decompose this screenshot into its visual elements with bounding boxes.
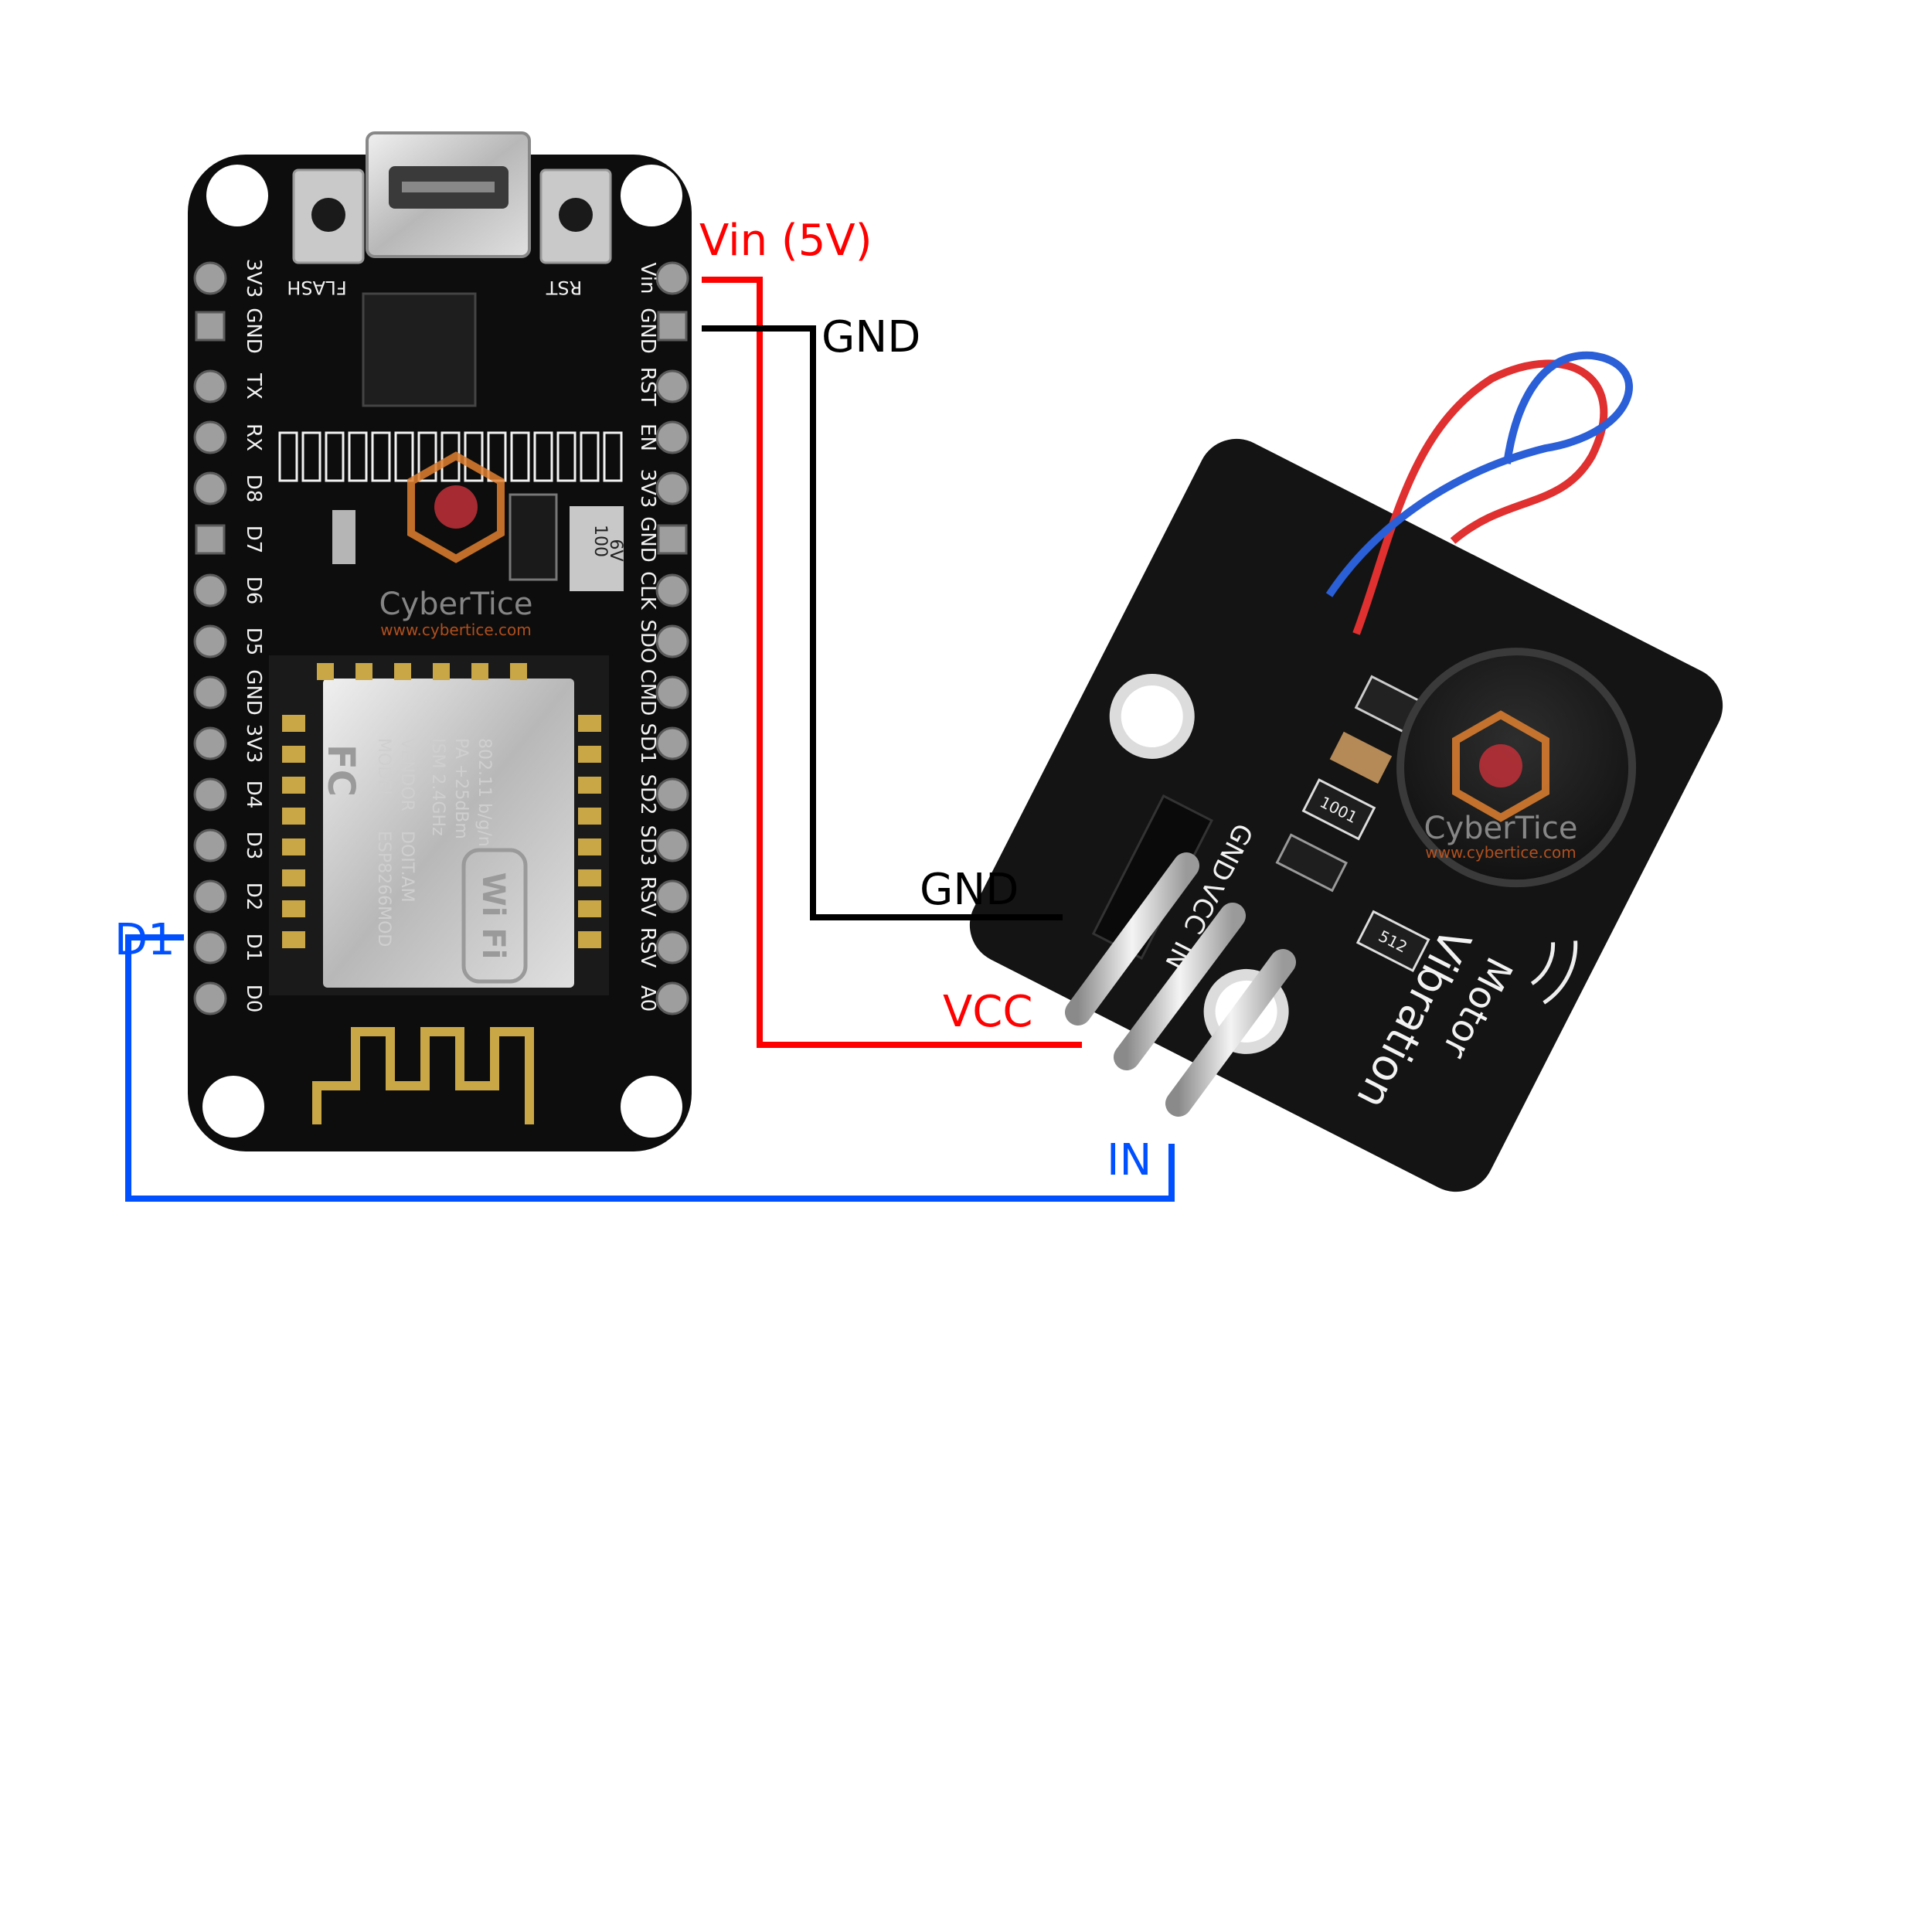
watermark-brand: CyberTice [1424, 811, 1578, 846]
watermark-c-icon [1479, 744, 1522, 787]
pin-label-left: GND [242, 669, 265, 716]
smd-capacitor [1329, 731, 1393, 784]
watermark-logo: CyberTice www.cybertice.com [1424, 710, 1578, 862]
pin-label-right: SDO [636, 620, 659, 664]
vibration-arc-icon [1543, 940, 1578, 1005]
pin-label-right: GND [636, 516, 659, 563]
mount-hole-tl [206, 165, 268, 226]
watermark-url: www.cybertice.com [380, 621, 531, 639]
pin-label-right: EN [636, 423, 659, 451]
module-text-vendor: VENDOR [397, 738, 417, 811]
pin-label-left: RX [242, 423, 265, 451]
resistor-1001 [1301, 778, 1376, 841]
right-pin-labels: Vin GND RST EN 3V3 GND CLK SDO CMD SD1 S… [636, 263, 659, 1012]
pin-label-right: SD3 [636, 825, 659, 866]
pin-label-left: D2 [242, 883, 265, 911]
resistor-512 [1355, 910, 1430, 973]
pin-label-right: 3V3 [636, 469, 659, 509]
vibration-header-pins [1065, 852, 1296, 1117]
pin-label-left: TX [242, 372, 265, 400]
wire-gnd [702, 325, 1063, 920]
pin-label-left: D5 [242, 628, 265, 656]
capacitor-value: 100 [590, 525, 610, 557]
right-header-pins [655, 261, 689, 1015]
wire-label-d1: D1 [114, 915, 175, 965]
wire-label-vin: Vin (5V) [699, 216, 872, 266]
wire-d1-in [125, 934, 1175, 1202]
watermark-c-icon [434, 485, 478, 529]
flash-button[interactable] [292, 168, 365, 264]
esp12-module: MODEL VENDOR ESP8266MOD DOIT.AM ISM 2.4G… [269, 655, 609, 1124]
smd-resistor-row [278, 431, 623, 482]
wires [125, 277, 1175, 1202]
pin-label-left: D7 [242, 526, 265, 554]
mount-hole-tr [621, 165, 682, 226]
pin-label-right: CMD [636, 669, 659, 716]
watermark-brand: CyberTice [379, 587, 533, 622]
pin-label-right: CLK [636, 571, 659, 611]
vibration-arc-icon [1530, 942, 1556, 985]
mount-hole-bl [202, 1076, 264, 1138]
rst-button-label: RST [546, 277, 582, 298]
wire-label-gnd-module: GND [920, 865, 1019, 915]
pin-label-right: SD1 [636, 723, 659, 764]
pin-label-left: D1 [242, 934, 265, 962]
wire-label-vcc: VCC [943, 987, 1033, 1037]
wire-vin-vcc [702, 277, 1082, 1048]
watermark-url: www.cybertice.com [1425, 843, 1576, 862]
pin-label-right: GND [636, 308, 659, 354]
watermark-hex-icon [407, 451, 505, 563]
pin-label-left: 3V3 [242, 724, 265, 764]
diode-smd [1275, 833, 1348, 893]
wire-label-gnd-top: GND [821, 312, 920, 362]
module-text-part: ESP8266MOD [374, 831, 393, 947]
pin-label-right: Vin [636, 263, 659, 294]
capacitor-voltage: 6V [606, 539, 625, 561]
wifi-logo-text: Wi Fi [475, 872, 511, 960]
diode [332, 510, 355, 564]
fc-logo: FC [319, 744, 362, 797]
module-text-standard: 802.11 b/g/n [474, 738, 494, 847]
motor-lead-blue [1325, 351, 1633, 597]
wifi-logo [461, 848, 528, 984]
nodemcu-board: FLASH RST 100 6V [188, 131, 692, 1151]
pin-label-left: D6 [242, 577, 265, 605]
usb-connector [366, 131, 531, 258]
module-text-model: MODEL [374, 738, 393, 800]
flash-button-label: FLASH [287, 277, 346, 298]
pin-label-left: 3V3 [242, 259, 265, 298]
module-text-band: ISM 2.4GHz [428, 738, 447, 836]
pin-label-right: A0 [636, 985, 659, 1012]
wire-label-in: IN [1107, 1135, 1151, 1185]
vibration-motor-module: GND VCC IN 1001 512 Vibration Motor [969, 351, 1723, 1192]
pin-label-right: RST [636, 367, 659, 406]
capacitor: 100 6V [570, 506, 625, 591]
pin-label-right: RSV [636, 876, 659, 917]
pcb-antenna [312, 1027, 534, 1124]
pin-label-right: RSV [636, 927, 659, 968]
pin-label-left: D3 [242, 832, 265, 860]
vib-mount-hole-1-inner [1121, 685, 1183, 747]
pin-label-left: D8 [242, 474, 265, 503]
pin-label-left: D0 [242, 985, 265, 1013]
pin-label-right: SD2 [636, 774, 659, 815]
mount-hole-br [621, 1076, 682, 1138]
left-header-pins [193, 261, 227, 1015]
motor-lead-red [1352, 359, 1608, 635]
left-pin-labels: 3V3 GND TX RX D8 D7 D6 D5 GND 3V3 D4 D3 … [242, 259, 265, 1013]
pin-label-left: D4 [242, 781, 265, 809]
esp12-castellated-pads [282, 663, 601, 948]
watermark-logo: CyberTice www.cybertice.com [379, 451, 533, 639]
usb-serial-chip [362, 292, 477, 407]
pin-label-left: GND [242, 308, 265, 354]
watermark-hex-icon [1452, 710, 1549, 822]
regulator [509, 493, 558, 581]
module-text-power: PA +25dBm [451, 738, 471, 839]
module-text-maker: DOIT.AM [397, 831, 417, 903]
rst-button[interactable] [539, 168, 612, 264]
